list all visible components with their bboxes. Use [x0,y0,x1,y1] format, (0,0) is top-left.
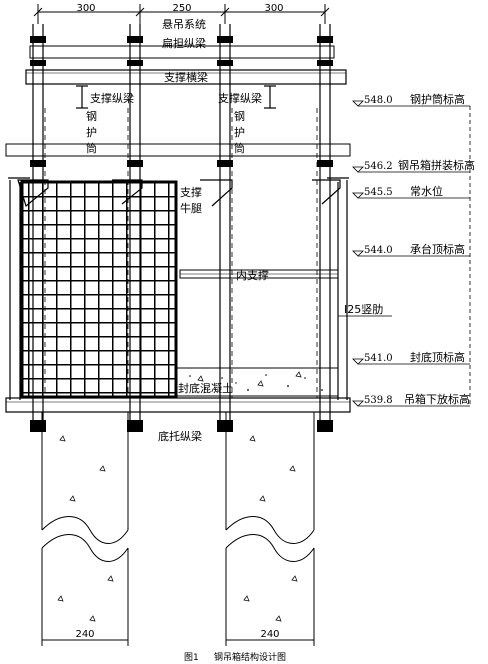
elevation-value-6: 539.8 [364,395,393,406]
label-bottom-concrete: 封底混凝土 [178,381,233,395]
support-cross-beam [25,69,347,85]
top-dimension-line [33,4,330,24]
elevation-label-2: 钢吊箱拼装标高 [398,158,475,172]
elevation-label-6: 吊箱下放标高 [404,392,470,406]
bottom-support-beam [5,397,351,413]
label-inner-support: 内支撑 [236,268,269,282]
label-support-long-beam-right: 支撑纵梁 [218,91,262,105]
pile-aggregate [57,435,298,622]
dim-top-right: 300 [264,3,283,14]
figure-number: 图1 [184,652,199,663]
elevation-value-5: 541.0 [364,353,393,364]
label-casing-left-2: 护 [86,125,97,139]
label-bracket-2: 牛腿 [180,201,202,215]
concrete-speckle [189,374,323,391]
elevation-value-4: 544.0 [364,245,393,256]
wall-grid [22,182,176,397]
elevation-label-3: 常水位 [410,184,443,198]
elevation-value-2: 546.2 [364,161,393,172]
dim-top-left: 300 [76,3,95,14]
dim-bottom-left: 240 [75,629,94,640]
support-brackets [17,179,341,208]
label-casing-left-3: 筒 [86,141,97,155]
elevation-label-4: 承台顶标高 [410,242,465,256]
label-casing-right-2: 护 [234,125,245,139]
label-bottom-support-beam: 底托纵梁 [158,429,202,443]
label-suspension-system: 悬吊系统 [162,18,206,31]
shoulder-beam [29,45,335,59]
elevation-value-3: 545.5 [364,187,393,198]
label-bracket-1: 支撑 [180,185,202,199]
elevation-label-1: 钢护筒标高 [410,92,465,106]
label-casing-left-1: 钢 [86,110,97,123]
dim-top-middle: 250 [172,3,191,14]
label-casing-right-1: 钢 [234,110,245,123]
label-casing-right-3: 筒 [234,141,245,155]
assembly-platform-beam [5,143,351,157]
elevation-label-5: 封底顶标高 [410,350,465,364]
elevation-leaders [352,100,471,407]
support-long-beam-sections [76,85,276,109]
piles [41,412,315,636]
label-shoulder-beam: 扁担纵梁 [162,36,206,50]
bottom-seal-concrete [175,367,339,397]
label-support-cross-beam: 支撑横梁 [164,70,208,84]
label-vertical-rib: I25竖肋 [344,302,383,316]
label-support-long-beam-left: 支撑纵梁 [90,91,134,105]
elevation-value-1: 548.0 [364,95,393,106]
figure-title: 钢吊箱结构设计图 [214,651,286,663]
bottom-dimension-lines [41,634,315,646]
box-side-walls [8,177,349,400]
dim-bottom-right: 240 [260,629,279,640]
